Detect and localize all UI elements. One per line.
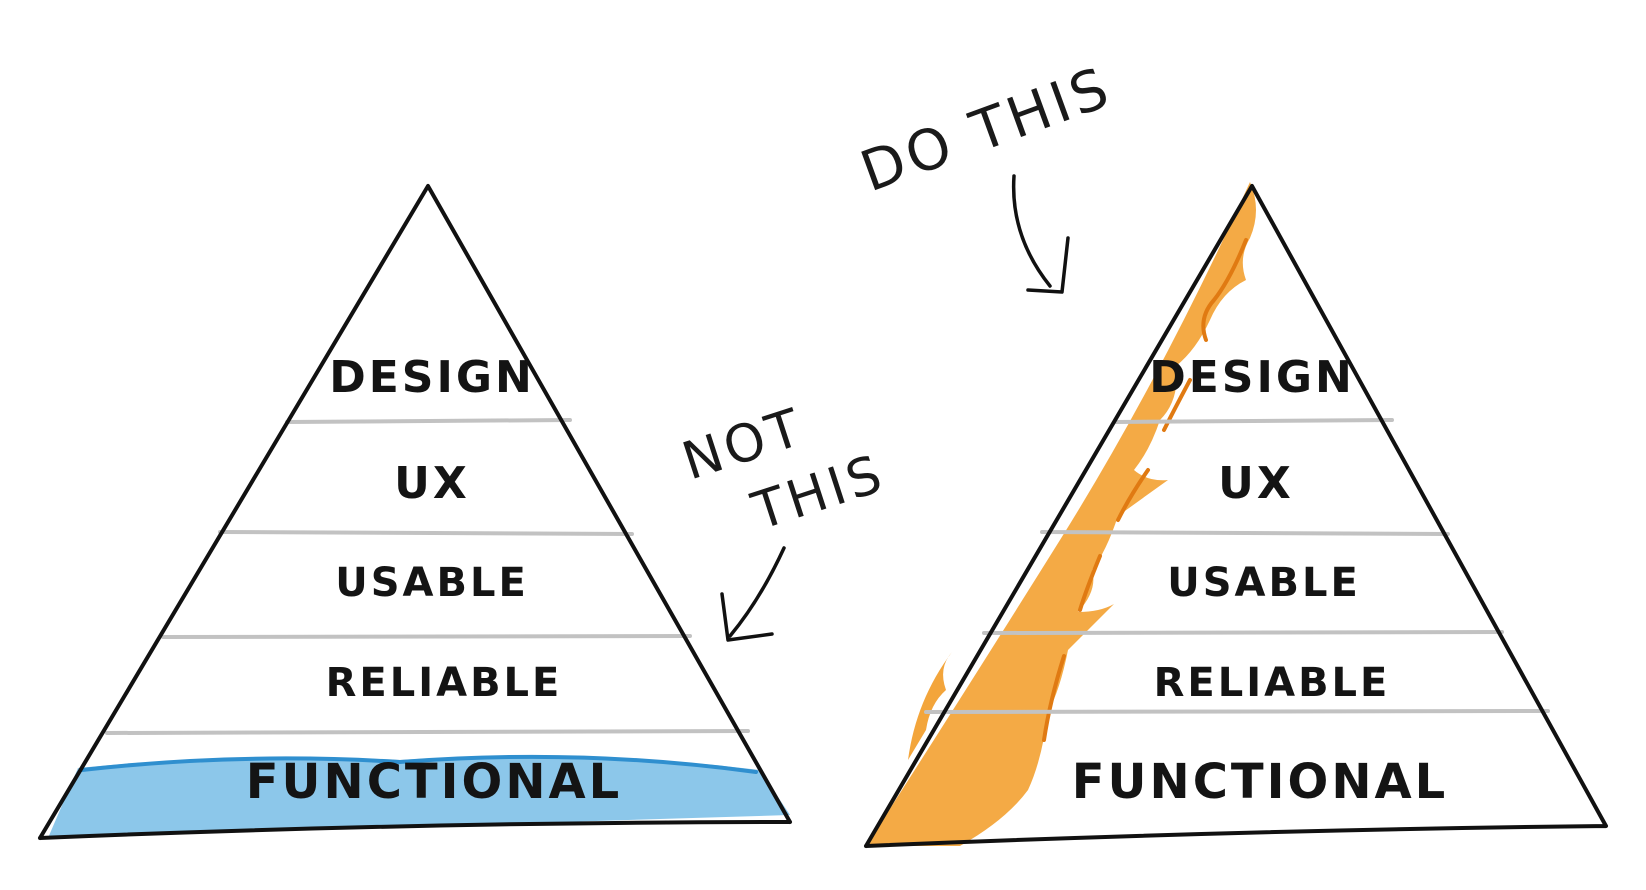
- layer-label-reliable: RELIABLE: [1154, 660, 1391, 706]
- water-surface-line: [80, 754, 758, 774]
- layer-label-design: DESIGN: [1149, 352, 1355, 403]
- layer-divider: [218, 530, 634, 536]
- layer-label-ux: UX: [394, 458, 470, 509]
- down-left-arrow-icon: [720, 546, 786, 642]
- not-this-annotation: NOT THIS: [675, 397, 893, 642]
- right-pyramid-outline: [864, 184, 1608, 848]
- right-pyramid: DESIGN UX USABLE RELIABLE FUNCTIONAL: [864, 182, 1608, 848]
- left-pyramid: DESIGN UX USABLE RELIABLE FUNCTIONAL: [38, 184, 792, 840]
- layer-divider: [285, 418, 572, 424]
- layer-divider: [105, 729, 750, 735]
- do-this-annotation: DO THIS: [853, 55, 1121, 294]
- layer-divider: [1040, 530, 1450, 536]
- layer-label-functional: FUNCTIONAL: [1072, 754, 1448, 810]
- down-arrow-icon: [1011, 174, 1070, 294]
- layer-divider: [924, 709, 1550, 714]
- left-pyramid-outline: [38, 184, 792, 840]
- fire-edge-stroke: [1042, 238, 1248, 742]
- water-fill: [48, 755, 790, 838]
- layer-label-reliable: RELIABLE: [326, 660, 563, 706]
- layer-divider: [161, 634, 692, 639]
- layer-label-functional: FUNCTIONAL: [246, 754, 622, 810]
- layer-label-ux: UX: [1218, 458, 1294, 509]
- layer-label-usable: USABLE: [1167, 560, 1361, 606]
- layer-label-usable: USABLE: [335, 560, 529, 606]
- layer-divider: [982, 630, 1504, 635]
- layer-divider: [1114, 418, 1394, 424]
- fire-flicker: [908, 652, 952, 760]
- do-this-label: DO THIS: [853, 55, 1121, 205]
- layer-label-design: DESIGN: [329, 352, 535, 403]
